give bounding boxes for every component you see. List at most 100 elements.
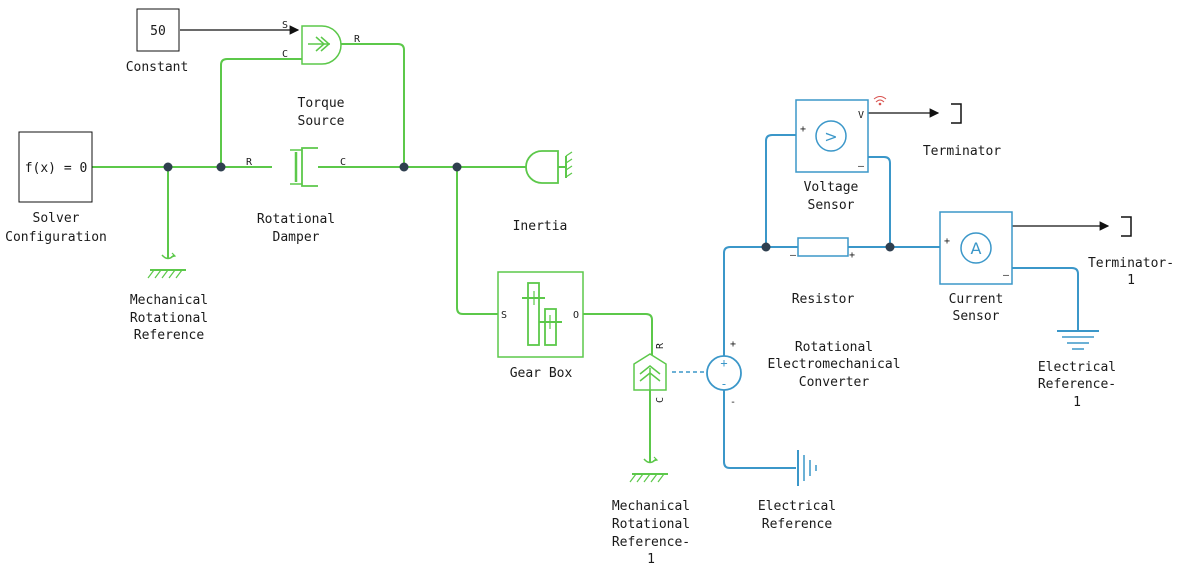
- torque-source-c-wire[interactable]: [220, 58, 302, 167]
- voltmeter-icon: >: [815, 120, 847, 152]
- resistor-block[interactable]: [797, 237, 849, 257]
- rotational-damper-block[interactable]: [272, 147, 318, 187]
- junction-dot: [885, 242, 895, 252]
- voltage-sensor-label-2: Sensor: [808, 198, 855, 213]
- gear-box-icon: [522, 282, 562, 346]
- csensor-port-plus: +: [944, 236, 950, 247]
- junction-dot: [163, 162, 173, 172]
- terminator-1-label-2: 1: [1127, 273, 1135, 288]
- mech-ref-1-label-2: Rotational: [612, 517, 690, 532]
- mechanical-reference-1-block[interactable]: [629, 456, 668, 483]
- torque-source-block[interactable]: [301, 25, 342, 65]
- current-sensor-label-2: Sensor: [953, 309, 1000, 324]
- vsensor-port-minus: –: [858, 161, 865, 172]
- constant-label: Constant: [126, 60, 189, 75]
- inertia-block[interactable]: [525, 150, 573, 184]
- mech-ref-label-2: Rotational: [130, 311, 208, 326]
- gearbox-port-o: O: [573, 310, 579, 321]
- vsensor-minus-wire[interactable]: [868, 156, 891, 247]
- mech-ref-label-3: Reference: [134, 328, 205, 343]
- mech-ref-label-1: Mechanical: [130, 293, 208, 308]
- terminator-icon: [951, 103, 962, 124]
- resistor-port-minus: –: [790, 250, 797, 261]
- torque-source-port-c: C: [282, 49, 288, 60]
- terminator-1-block[interactable]: [1121, 216, 1132, 237]
- vsensor-plus-wire[interactable]: [765, 134, 796, 247]
- elec-ref-wire[interactable]: [723, 390, 796, 469]
- resistor-icon: [797, 237, 849, 257]
- junction-dot: [452, 162, 462, 172]
- current-sensor-label-1: Current: [949, 292, 1004, 307]
- csensor-minus-wire[interactable]: [1012, 267, 1079, 330]
- terminator-block[interactable]: [951, 103, 962, 124]
- junction-dot: [216, 162, 226, 172]
- constant-block[interactable]: 50: [136, 8, 180, 52]
- constant-value: 50: [150, 24, 166, 39]
- torque-source-port-s: S: [282, 20, 288, 31]
- voltage-sensor-block[interactable]: >: [795, 99, 869, 173]
- vsensor-port-plus: +: [800, 124, 806, 135]
- inertia-label: Inertia: [513, 219, 568, 234]
- inertia-icon: [525, 150, 573, 184]
- converter-port-minus: -: [730, 397, 736, 408]
- converter-inner-minus: -: [720, 377, 727, 391]
- electrical-reference-1-block[interactable]: [1057, 330, 1099, 350]
- resistor-label: Resistor: [792, 292, 855, 307]
- mechanical-reference-icon: [629, 456, 668, 483]
- rotational-damper-icon: [290, 147, 318, 187]
- converter-label-3: Converter: [799, 375, 870, 390]
- gearbox-s-wire[interactable]: [456, 167, 498, 315]
- mechanical-reference-block[interactable]: [147, 252, 186, 279]
- solver-label-1: Solver: [33, 211, 80, 226]
- gearbox-o-wire[interactable]: [583, 313, 653, 356]
- converter-elec-block[interactable]: + -: [706, 355, 742, 391]
- gearbox-port-s: S: [501, 310, 507, 321]
- solver-function-text: f(x) = 0: [25, 161, 88, 176]
- converter-mech-block[interactable]: [633, 353, 667, 391]
- damper-port-c: C: [340, 157, 346, 168]
- ground-icon: [797, 450, 817, 486]
- junction-dot: [399, 162, 409, 172]
- signal-indicator-icon: [873, 96, 887, 106]
- junction-dot: [761, 242, 771, 252]
- voltage-sensor-label-1: Voltage: [804, 180, 859, 195]
- converter-icon: [639, 365, 661, 390]
- resistor-port-plus: +: [849, 250, 855, 261]
- torque-source-r-wire[interactable]: [340, 43, 405, 167]
- elec-ref-1-label-2: Reference-: [1038, 377, 1116, 392]
- ammeter-icon: A: [960, 232, 992, 264]
- gear-box-label: Gear Box: [510, 366, 573, 381]
- mech-ref-1-label-1: Mechanical: [612, 499, 690, 514]
- converter-port-plus: +: [730, 339, 736, 350]
- solver-configuration-block[interactable]: f(x) = 0: [18, 131, 93, 203]
- damper-label-1: Rotational: [257, 212, 335, 227]
- elec-ref-label-2: Reference: [762, 517, 833, 532]
- torque-source-icon: [308, 36, 331, 52]
- converter-plus-wire[interactable]: [723, 246, 798, 356]
- current-sensor-block[interactable]: A: [939, 211, 1013, 285]
- solver-label-2: Configuration: [5, 230, 107, 245]
- damper-label-2: Damper: [273, 230, 320, 245]
- torque-source-port-r: R: [354, 34, 361, 45]
- electrical-reference-block[interactable]: [797, 450, 817, 486]
- torque-source-label-1: Torque: [298, 96, 345, 111]
- terminator-label: Terminator: [923, 144, 1001, 159]
- converter-inner-plus: +: [720, 356, 727, 370]
- mechanical-reference-icon: [147, 252, 186, 279]
- csensor-port-minus: –: [1003, 270, 1010, 281]
- vsensor-port-v: V: [858, 110, 864, 121]
- terminator-icon: [1121, 216, 1132, 237]
- mech-ref-1-label-3: Reference-: [612, 535, 690, 550]
- converter-label-2: Electromechanical: [767, 357, 900, 372]
- junction-points: [163, 162, 895, 252]
- damper-port-r: R: [246, 157, 253, 168]
- voltmeter-symbol: >: [824, 127, 837, 146]
- converter-label-1: Rotational: [795, 340, 873, 355]
- converter-port-c: C: [655, 397, 666, 403]
- gear-box-block[interactable]: [497, 271, 584, 358]
- terminator-1-label-1: Terminator-: [1088, 256, 1174, 271]
- electrical-wires: [672, 134, 1079, 469]
- elec-ref-1-label-1: Electrical: [1038, 360, 1116, 375]
- mech-ref-1-label-4: 1: [647, 552, 655, 567]
